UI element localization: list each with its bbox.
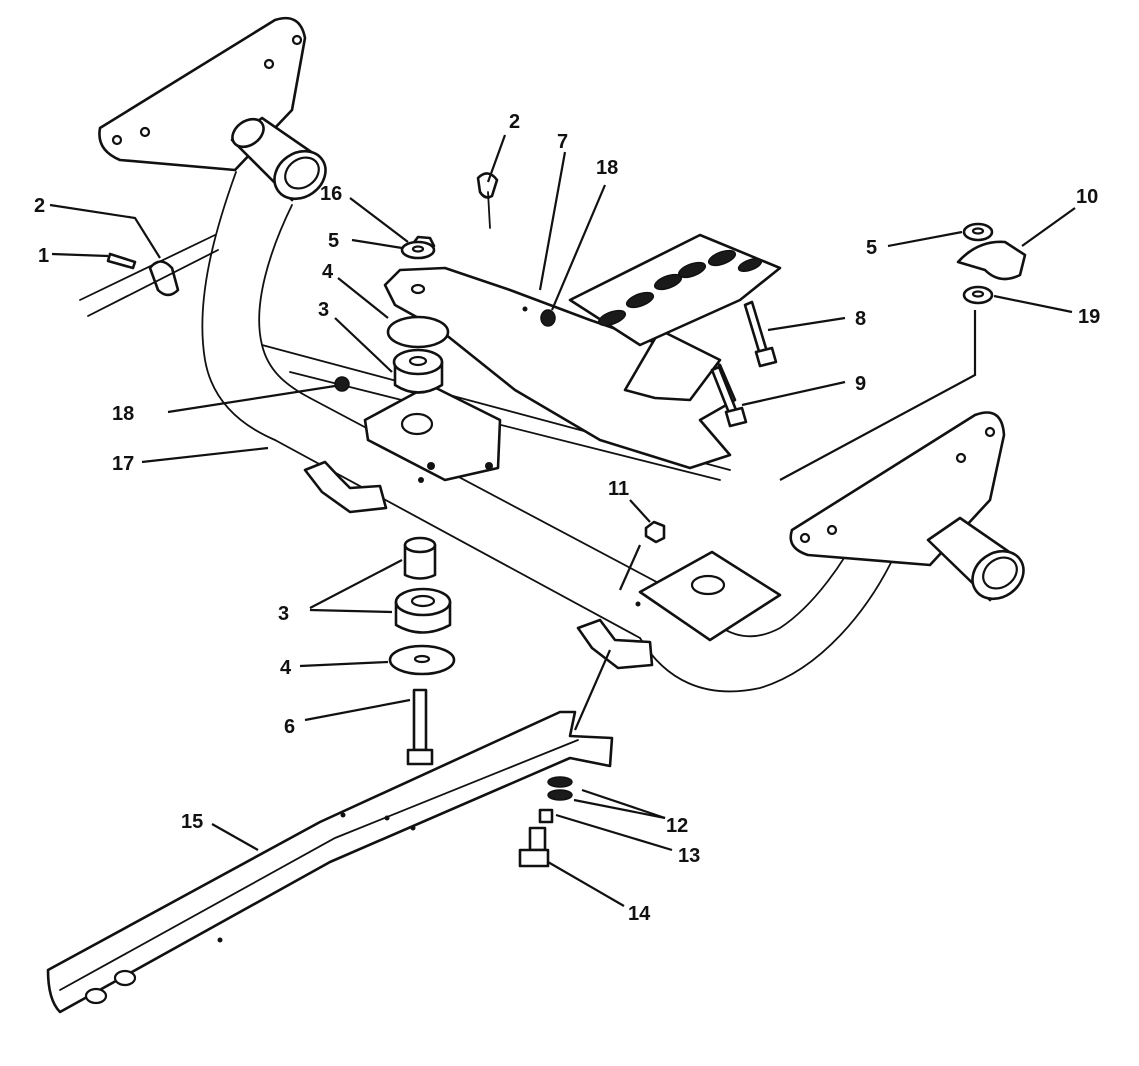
callout-7: 7 <box>557 131 568 153</box>
callout-3: 3 <box>278 603 289 625</box>
hardware <box>79 172 1027 868</box>
callout-10: 10 <box>1076 186 1098 208</box>
callout-16: 16 <box>320 183 342 205</box>
callout-4: 4 <box>280 657 292 679</box>
callout-9: 9 <box>855 373 866 395</box>
callout-5: 5 <box>866 237 877 259</box>
right-mounting-bracket <box>789 411 1025 602</box>
callout-13: 13 <box>678 845 700 867</box>
callout-4: 4 <box>322 261 334 283</box>
callout-1: 1 <box>38 245 49 267</box>
callout-8: 8 <box>855 308 866 330</box>
callout-12: 12 <box>666 815 688 837</box>
callout-17: 17 <box>112 453 134 475</box>
callout-15: 15 <box>181 811 203 833</box>
callout-6: 6 <box>284 716 295 738</box>
callout-18: 18 <box>112 403 134 425</box>
lower-rail <box>46 710 614 1014</box>
callout-18: 18 <box>596 157 618 179</box>
callout-2: 2 <box>34 195 45 217</box>
main-frame <box>201 171 899 693</box>
callout-14: 14 <box>628 903 651 925</box>
leader-lines <box>49 134 1076 907</box>
callout-11: 11 <box>608 478 629 500</box>
engine-mount-bracket <box>363 233 782 482</box>
callout-2: 2 <box>509 111 520 133</box>
left-mounting-bracket <box>98 16 327 202</box>
callout-labels: 1 2 2 3 3 4 4 5 5 6 7 8 9 10 11 12 13 14… <box>34 111 1100 925</box>
callout-3: 3 <box>318 299 329 321</box>
callout-19: 19 <box>1078 306 1100 328</box>
callout-5: 5 <box>328 230 339 252</box>
